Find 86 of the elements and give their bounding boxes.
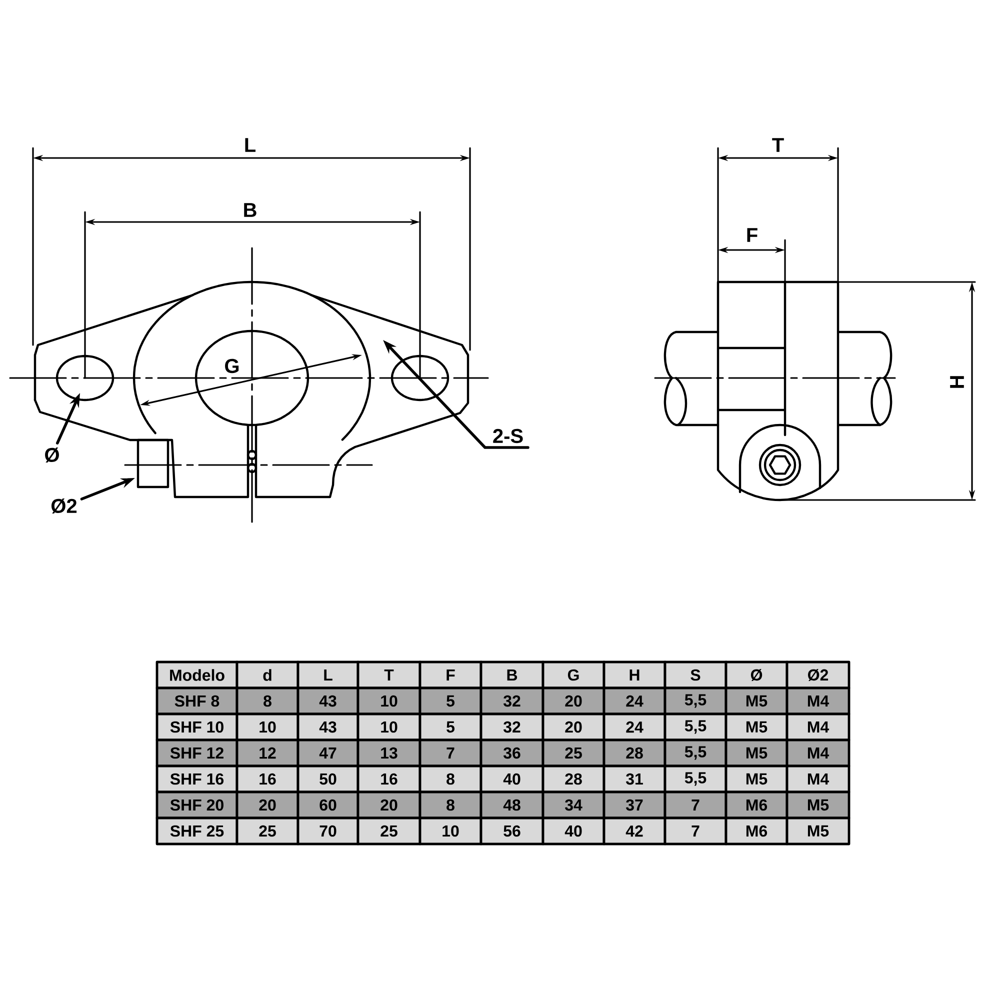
table-cell: B [480,660,544,690]
table-cell: 10 [356,712,422,742]
table-cell: H [602,660,666,690]
table-cell: 5 [418,712,482,742]
table-cell: 10 [236,712,300,742]
table-cell: 16 [236,764,300,794]
table-cell: 48 [480,790,544,820]
table-cell: 10 [356,686,422,716]
table-cell: 25 [542,738,606,768]
table-cell: SHF 10 [156,712,238,742]
table-cell: M5 [724,738,788,768]
table-cell: 32 [480,712,544,742]
table-cell: 20 [542,686,606,716]
table-cell: 36 [480,738,544,768]
table-cell: 37 [602,790,666,820]
dimension-label: B [244,203,256,217]
dimension-label: T [772,138,784,152]
table-cell: 25 [356,816,422,846]
table-cell: 7 [664,816,728,846]
leader-text: 2-S [493,428,523,444]
table-cell: Ø [724,660,788,690]
table-cell: M5 [786,790,850,820]
table-cell: 5,5 [664,738,728,768]
dimension-label: G [225,358,239,374]
table-cell: F [418,660,482,690]
table-cell: M6 [724,790,788,820]
table-cell: 50 [296,764,360,794]
table-cell: 5 [418,686,482,716]
table-cell: 56 [480,816,544,846]
leader-text: Ø [45,447,59,463]
table-cell: 28 [542,764,606,794]
table-cell: M4 [786,764,850,794]
leader-text: Ø2 [51,498,77,514]
table-cell: SHF 12 [156,738,238,768]
table-cell: 43 [296,712,360,742]
dimension-label: H [950,376,964,388]
table-cell: 8 [236,686,300,716]
table-cell: Ø2 [786,660,850,690]
table-cell: Modelo [156,660,238,690]
table-cell: 8 [418,764,482,794]
table-cell: 25 [236,816,300,846]
table-cell: 24 [602,686,666,716]
table-cell: 7 [418,738,482,768]
table-cell: 8 [418,790,482,820]
table-cell: 32 [480,686,544,716]
dimension-label: L [245,138,256,152]
table-cell: M4 [786,712,850,742]
table-cell: 20 [542,712,606,742]
table-cell: 7 [664,790,728,820]
table-cell: 42 [602,816,666,846]
table-cell: M6 [724,816,788,846]
table-cell: 5,5 [664,712,728,742]
table-cell: 47 [296,738,360,768]
table-cell: S [664,660,728,690]
table-cell: SHF 20 [156,790,238,820]
table-cell: 28 [602,738,666,768]
table-cell: SHF 8 [156,686,238,716]
table-cell: M4 [786,738,850,768]
table-cell: 70 [296,816,360,846]
table-cell: T [356,660,422,690]
table-cell: M5 [724,712,788,742]
table-cell: 13 [356,738,422,768]
table-cell: 34 [542,790,606,820]
table-cell: 20 [236,790,300,820]
table-cell: 12 [236,738,300,768]
table-cell: SHF 25 [156,816,238,846]
table-cell: SHF 16 [156,764,238,794]
table-cell: 20 [356,790,422,820]
table-cell: 43 [296,686,360,716]
table-cell: M5 [786,816,850,846]
table-cell: M4 [786,686,850,716]
table-cell: d [236,660,300,690]
table-cell: 31 [602,764,666,794]
table-cell: 5,5 [664,764,728,794]
dimension-label: F [747,228,758,242]
table-cell: 60 [296,790,360,820]
table-cell: G [542,660,606,690]
table-cell: M5 [724,686,788,716]
table-cell: 16 [356,764,422,794]
table-cell: M5 [724,764,788,794]
table-cell: L [296,660,360,690]
table-cell: 40 [542,816,606,846]
table-cell: 10 [418,816,482,846]
table-cell: 5,5 [664,686,728,716]
table-cell: 40 [480,764,544,794]
table-cell: 24 [602,712,666,742]
